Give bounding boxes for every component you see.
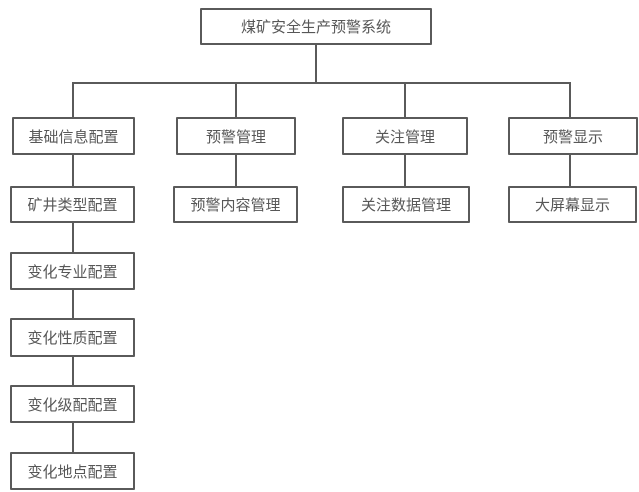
node-change-specialty-config: 变化专业配置 bbox=[10, 252, 135, 290]
node-label: 矿井类型配置 bbox=[27, 197, 118, 214]
node-label: 基础信息配置 bbox=[28, 128, 119, 146]
node-label: 预警内容管理 bbox=[190, 197, 281, 214]
node-label: 预警管理 bbox=[205, 128, 266, 146]
node-label: 变化地点配置 bbox=[27, 463, 118, 481]
node-label: 变化专业配置 bbox=[27, 263, 118, 281]
node-label: 关注管理 bbox=[374, 128, 435, 146]
node-warning-management: 预警管理 bbox=[176, 117, 296, 155]
connector-branch-2-child-0 bbox=[404, 155, 406, 186]
node-label: 大屏幕显示 bbox=[534, 197, 610, 214]
node-root-label: 煤矿安全生产预警系统 bbox=[240, 19, 391, 36]
node-big-screen-display: 大屏幕显示 bbox=[508, 186, 637, 223]
connector-branch-3-child-0 bbox=[569, 155, 571, 186]
node-warning-content-management: 预警内容管理 bbox=[173, 186, 298, 223]
connector-drop-branch-3 bbox=[569, 82, 571, 117]
node-mine-type-config: 矿井类型配置 bbox=[10, 186, 135, 223]
connector-drop-branch-1 bbox=[235, 82, 237, 117]
connector-branch-1-child-0 bbox=[235, 155, 237, 186]
node-label: 变化性质配置 bbox=[27, 330, 118, 347]
node-basic-info-config: 基础信息配置 bbox=[12, 117, 135, 155]
connector-root-vertical bbox=[315, 45, 317, 83]
node-change-nature-config: 变化性质配置 bbox=[10, 318, 135, 357]
connector-chain-1 bbox=[72, 223, 74, 252]
node-follow-data-management: 关注数据管理 bbox=[342, 186, 470, 223]
node-label: 预警显示 bbox=[542, 128, 603, 146]
node-warning-display: 预警显示 bbox=[508, 117, 638, 155]
node-root-system: 煤矿安全生产预警系统 bbox=[200, 8, 432, 45]
node-label: 关注数据管理 bbox=[360, 197, 451, 214]
connector-drop-branch-2 bbox=[404, 82, 406, 117]
node-follow-management: 关注管理 bbox=[342, 117, 468, 155]
node-label: 变化级配配置 bbox=[27, 396, 118, 414]
node-change-location-config: 变化地点配置 bbox=[10, 452, 135, 490]
connector-main-horizontal-rail bbox=[72, 82, 571, 84]
connector-chain-2 bbox=[72, 290, 74, 318]
node-change-grade-config: 变化级配配置 bbox=[10, 385, 135, 423]
connector-chain-3 bbox=[72, 356, 74, 385]
connector-branch-0-child-0 bbox=[72, 155, 74, 186]
connector-drop-branch-0 bbox=[72, 82, 74, 117]
connector-chain-4 bbox=[72, 423, 74, 452]
